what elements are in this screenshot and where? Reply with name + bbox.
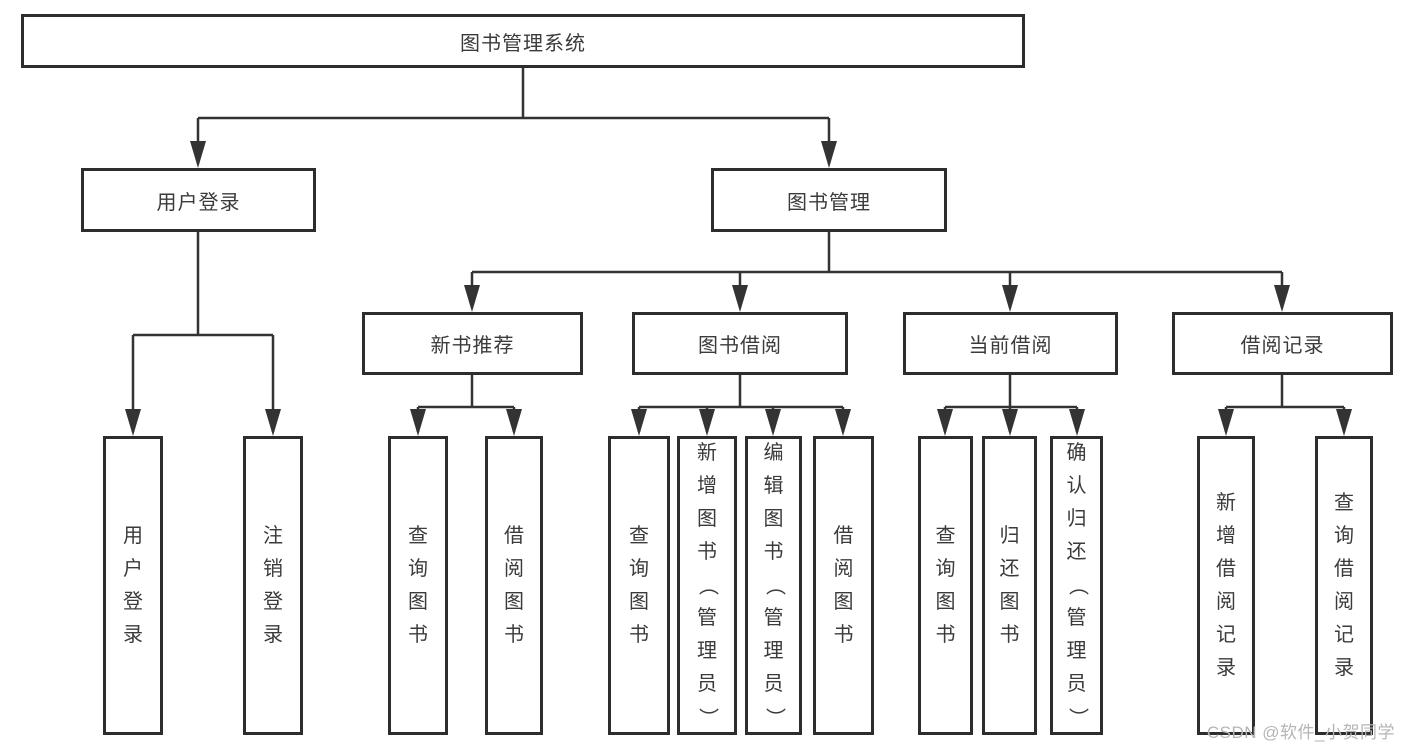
leaf-user-login: 用户登录 <box>103 436 163 735</box>
leaf-label: 借阅图书 <box>504 524 524 646</box>
leaf-label: 用户登录 <box>123 524 143 646</box>
node-label: 新书推荐 <box>430 335 515 357</box>
leaf-label: 查询图书 <box>408 524 428 646</box>
node-label: 图书借阅 <box>698 335 782 357</box>
leaf-label: 查询图书 <box>935 524 956 646</box>
node-library-management-system: 图书管理系统 <box>21 14 1025 68</box>
leaf-borrow-books-2: 借阅图书 <box>813 436 874 735</box>
node-label: 图书管理系统 <box>460 32 586 55</box>
leaf-label: 新增图书（管理员） <box>696 442 719 728</box>
node-label: 当前借阅 <box>968 335 1053 357</box>
arrowheads <box>125 141 1352 436</box>
node-label: 图书管理 <box>787 191 871 214</box>
leaf-query-books-1: 查询图书 <box>388 436 448 735</box>
leaf-edit-book-admin: 编辑图书（管理员） <box>745 436 802 735</box>
node-borrowing-records: 借阅记录 <box>1172 312 1393 375</box>
leaf-borrow-books-1: 借阅图书 <box>485 436 543 735</box>
leaf-logout: 注销登录 <box>243 436 303 735</box>
node-new-book-recommendation: 新书推荐 <box>362 312 583 375</box>
leaf-query-books-3: 查询图书 <box>918 436 973 735</box>
leaf-label: 编辑图书（管理员） <box>763 442 785 728</box>
leaf-return-book: 归还图书 <box>982 436 1037 735</box>
leaf-query-borrow-record: 查询借阅记录 <box>1315 436 1373 735</box>
leaf-label: 确认归还（管理员） <box>1066 442 1088 728</box>
leaf-label: 查询图书 <box>629 524 649 646</box>
leaf-label: 归还图书 <box>999 524 1020 646</box>
csdn-watermark: CSDN @软件_小贺同学 <box>1206 723 1395 742</box>
leaf-label: 查询借阅记录 <box>1334 491 1354 679</box>
leaf-label: 借阅图书 <box>833 524 854 646</box>
leaf-confirm-return-admin: 确认归还（管理员） <box>1050 436 1103 735</box>
leaf-query-books-2: 查询图书 <box>608 436 670 735</box>
node-label: 借阅记录 <box>1240 335 1325 357</box>
leaf-add-book-admin: 新增图书（管理员） <box>677 436 737 735</box>
node-label: 用户登录 <box>156 191 241 214</box>
node-book-management: 图书管理 <box>711 168 947 232</box>
leaf-add-borrow-record: 新增借阅记录 <box>1197 436 1255 735</box>
node-current-borrowing: 当前借阅 <box>903 312 1118 375</box>
leaf-label: 新增借阅记录 <box>1216 491 1236 679</box>
leaf-label: 注销登录 <box>263 524 283 646</box>
node-user-login: 用户登录 <box>81 168 316 232</box>
node-book-borrowing: 图书借阅 <box>632 312 848 375</box>
